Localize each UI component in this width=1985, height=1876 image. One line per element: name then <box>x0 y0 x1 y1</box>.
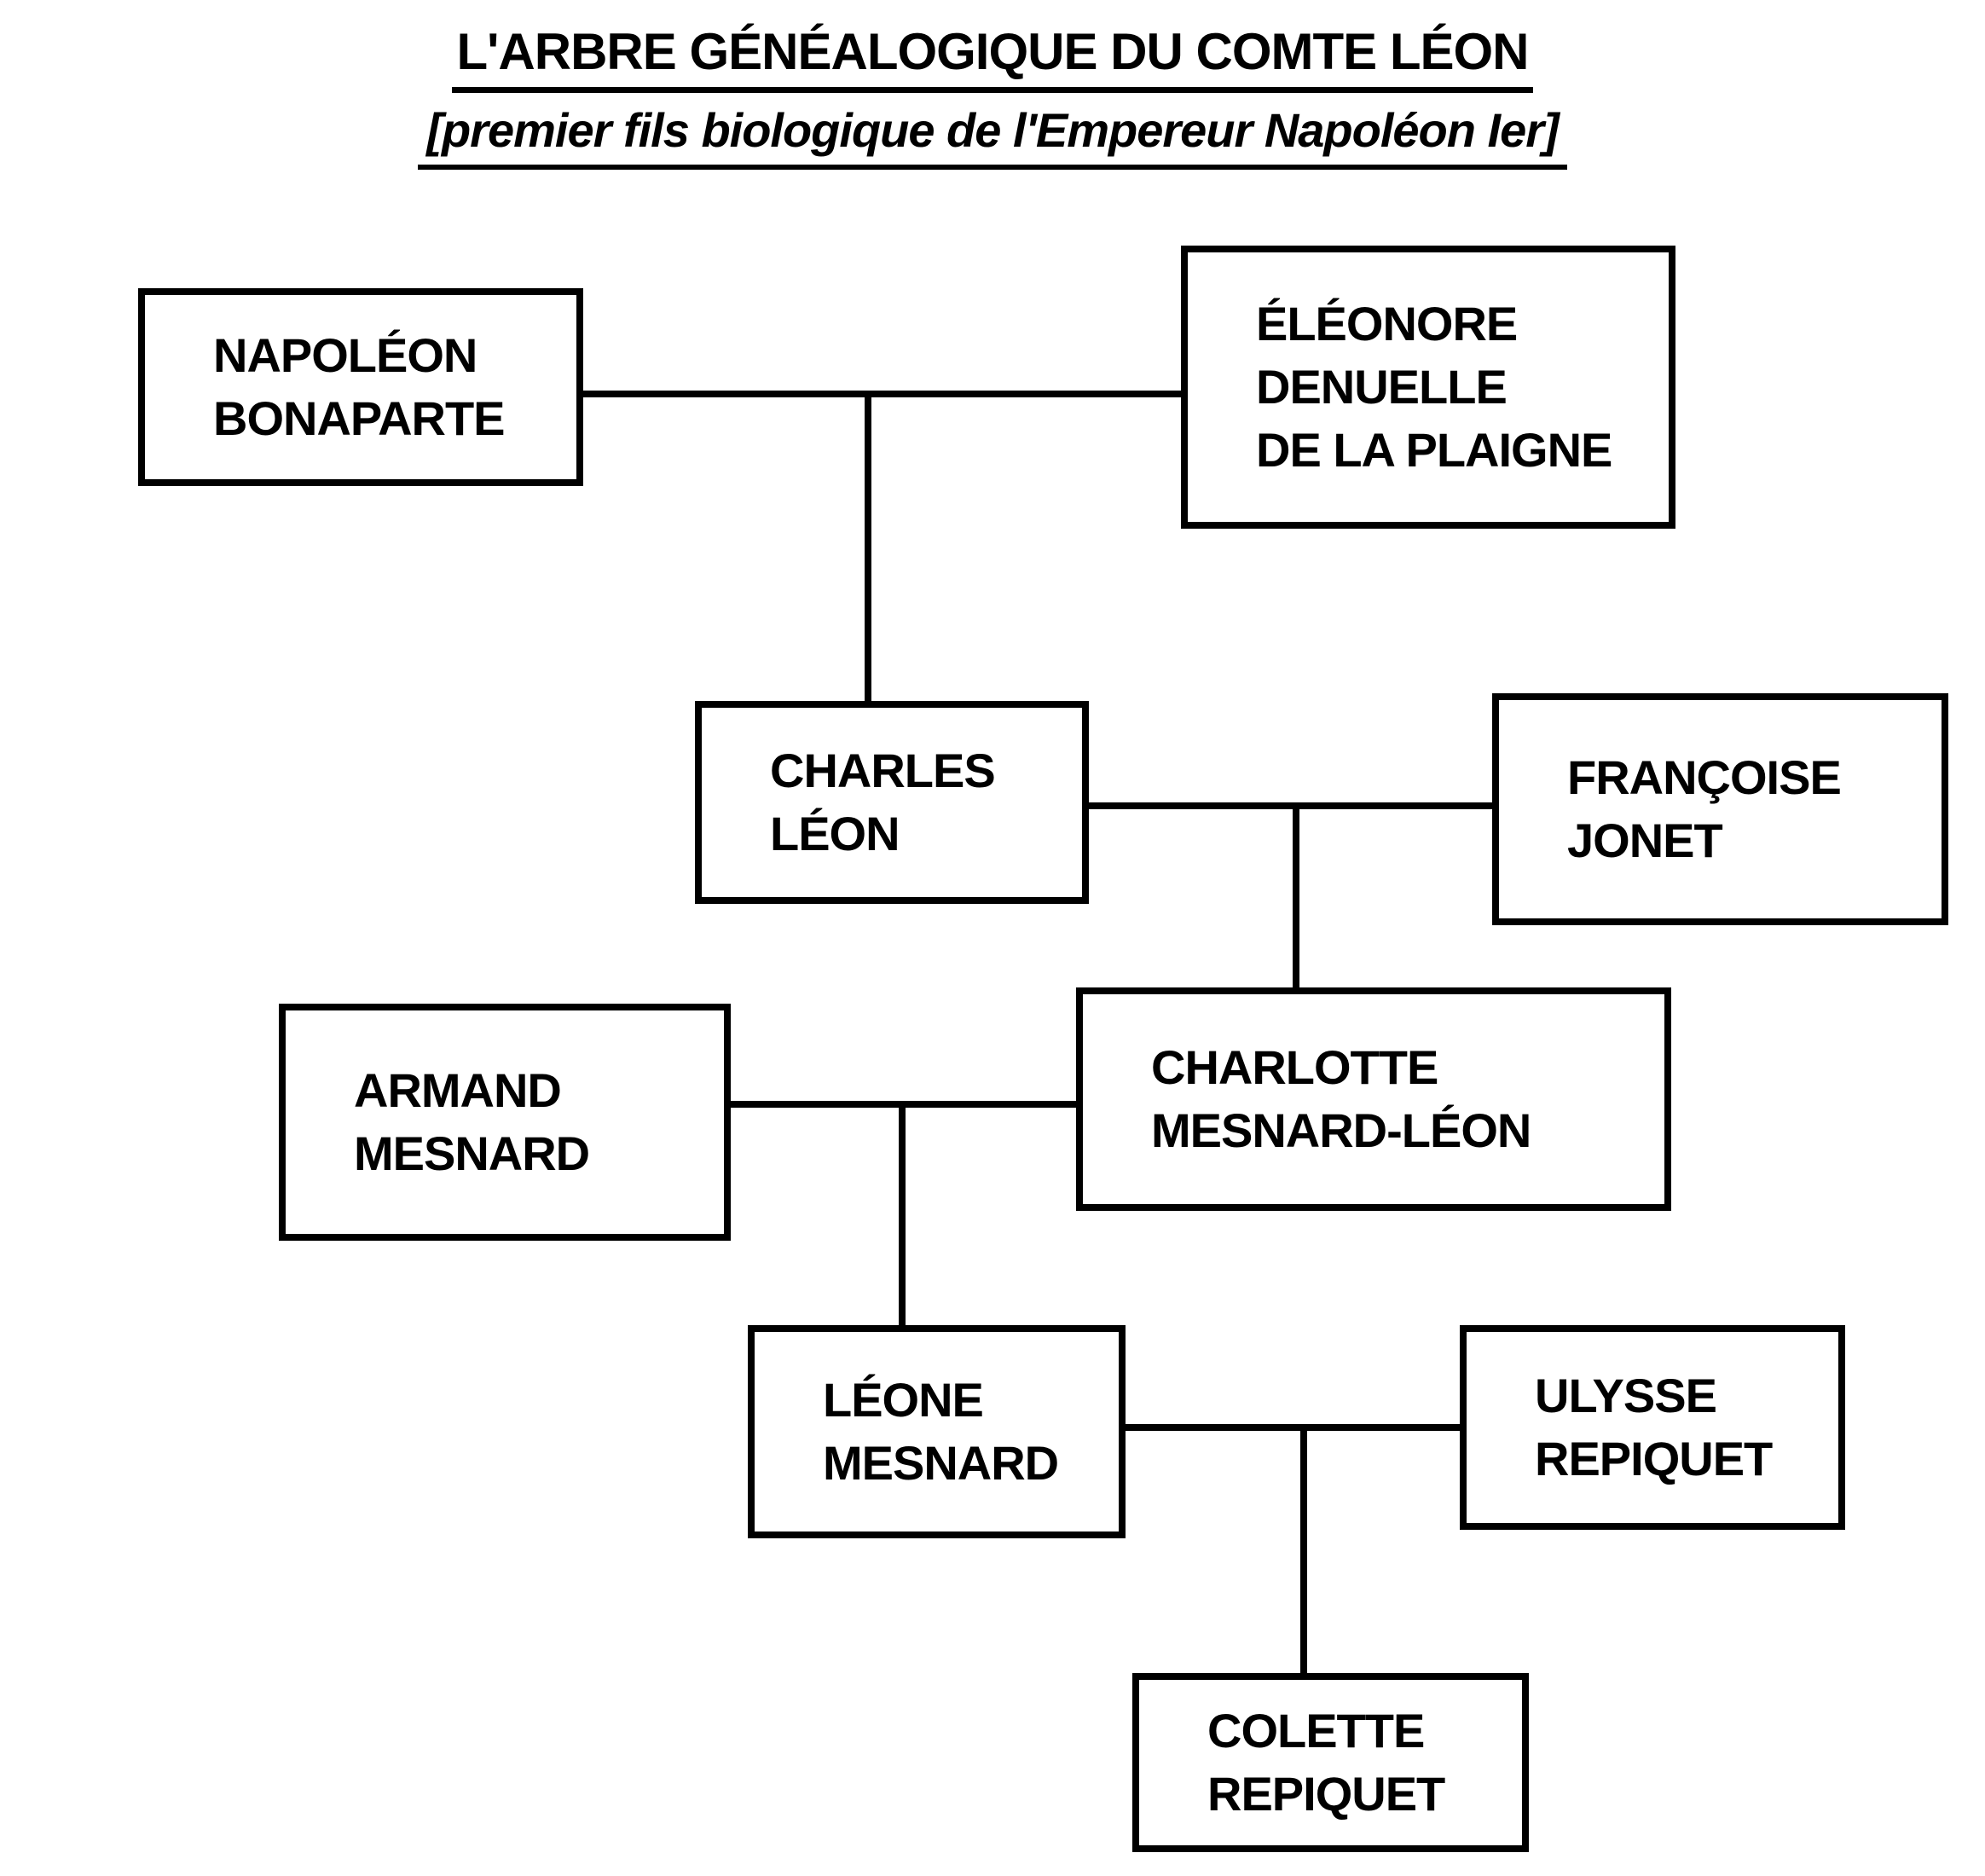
connector-marriage-napoleon-eleonore <box>583 391 1181 397</box>
person-name: CHARLOTTE MESNARD-LÉON <box>1151 1040 1531 1157</box>
person-name: CHARLES LÉON <box>770 744 996 860</box>
person-name: NAPOLÉON BONAPARTE <box>213 328 506 445</box>
connector-child-charles-leon <box>865 391 871 701</box>
person-box-ulysse-repiquet: ULYSSE REPIQUET <box>1460 1325 1845 1530</box>
person-box-charlotte-mesnard-leon: CHARLOTTE MESNARD-LÉON <box>1076 987 1671 1211</box>
person-box-colette-repiquet: COLETTE REPIQUET <box>1132 1673 1529 1852</box>
person-name: ULYSSE REPIQUET <box>1535 1369 1773 1485</box>
person-box-francoise-jonet: FRANÇOISE JONET <box>1492 693 1948 925</box>
person-name: ÉLÉONORE DENUELLE DE LA PLAIGNE <box>1256 297 1612 477</box>
diagram-title-block: L'ARBRE GÉNÉALOGIQUE DU COMTE LÉON [prem… <box>0 22 1985 171</box>
connector-marriage-charles-francoise <box>1089 802 1492 809</box>
person-box-leone-mesnard: LÉONE MESNARD <box>748 1325 1126 1538</box>
connector-child-leone-mesnard <box>899 1101 906 1325</box>
person-name: ARMAND MESNARD <box>354 1063 590 1180</box>
diagram-title: L'ARBRE GÉNÉALOGIQUE DU COMTE LÉON <box>451 22 1534 93</box>
person-box-napoleon-bonaparte: NAPOLÉON BONAPARTE <box>138 288 583 486</box>
person-box-armand-mesnard: ARMAND MESNARD <box>279 1004 731 1241</box>
connector-child-colette-repiquet <box>1300 1424 1307 1673</box>
diagram-subtitle: [premier fils biologique de l'Empereur N… <box>418 103 1567 171</box>
person-name: FRANÇOISE JONET <box>1567 750 1842 867</box>
person-box-eleonore-denuelle-de-la-plaigne: ÉLÉONORE DENUELLE DE LA PLAIGNE <box>1181 246 1675 529</box>
connector-marriage-leone-ulysse <box>1126 1424 1460 1431</box>
person-box-charles-leon: CHARLES LÉON <box>695 701 1089 904</box>
person-name: LÉONE MESNARD <box>823 1373 1059 1490</box>
connector-child-charlotte-mesnard-leon <box>1293 802 1299 987</box>
person-name: COLETTE REPIQUET <box>1207 1704 1445 1821</box>
